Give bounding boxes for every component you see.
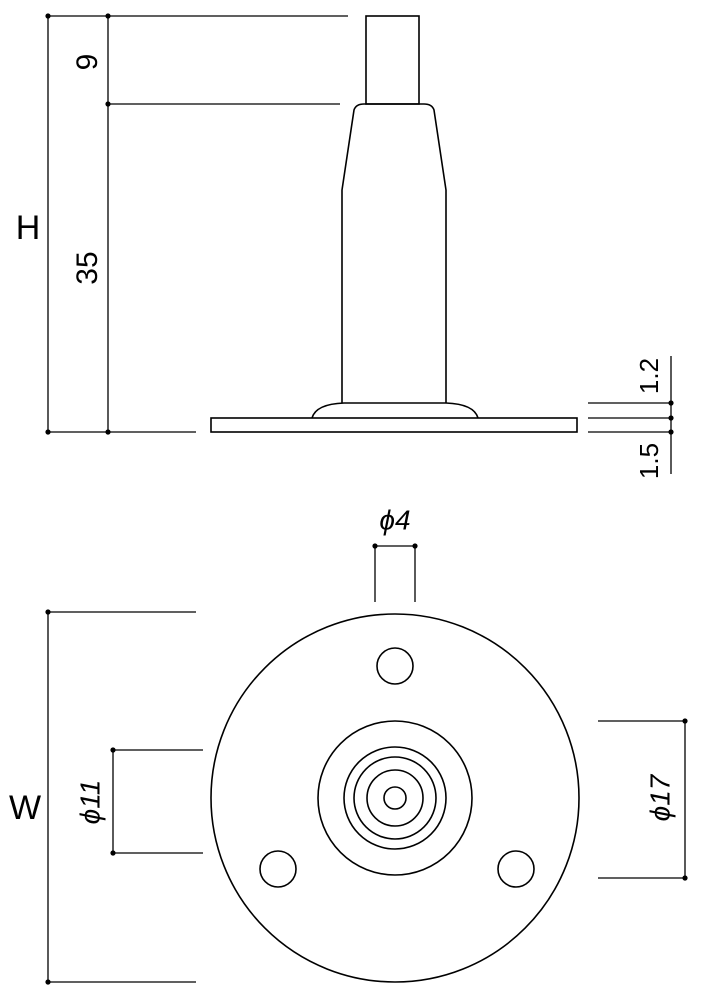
collar <box>311 402 479 419</box>
stem-circle <box>343 746 447 850</box>
dim-top-label: 9 <box>71 54 104 71</box>
pin-diameter-dimension <box>372 543 418 602</box>
inner-diameter-dimension <box>110 747 203 856</box>
top-view: ϕ4 W ϕ11 ϕ17 <box>9 504 688 985</box>
pin-ring <box>366 769 424 827</box>
dim-main-label: 35 <box>71 251 104 284</box>
base-plate <box>210 417 578 433</box>
mounting-hole-left <box>259 850 297 888</box>
height-label: H <box>16 209 41 247</box>
height-dimension <box>45 13 348 435</box>
width-dimension <box>45 609 196 985</box>
outer-diameter-dimension <box>598 718 688 881</box>
stem-body <box>341 103 447 403</box>
outer-diameter-label: ϕ17 <box>644 773 675 821</box>
mounting-hole-top <box>376 647 414 685</box>
base-circle <box>210 613 580 983</box>
dim-upper-thickness-label: 1.2 <box>634 358 664 394</box>
top-dimension-chain <box>105 13 340 435</box>
inner-diameter-label: ϕ11 <box>74 780 105 825</box>
mounting-hole-right <box>497 850 535 888</box>
side-view: H 9 35 1.2 1.5 <box>16 13 674 479</box>
pin-top <box>365 15 420 105</box>
pin-circle <box>383 786 407 810</box>
width-label: W <box>9 789 41 827</box>
pin-diameter-label: ϕ4 <box>379 504 410 535</box>
collar-circle <box>317 720 473 876</box>
dim-lower-thickness-label: 1.5 <box>634 443 664 479</box>
taper-circle <box>353 756 437 840</box>
thickness-dimension <box>588 356 674 474</box>
